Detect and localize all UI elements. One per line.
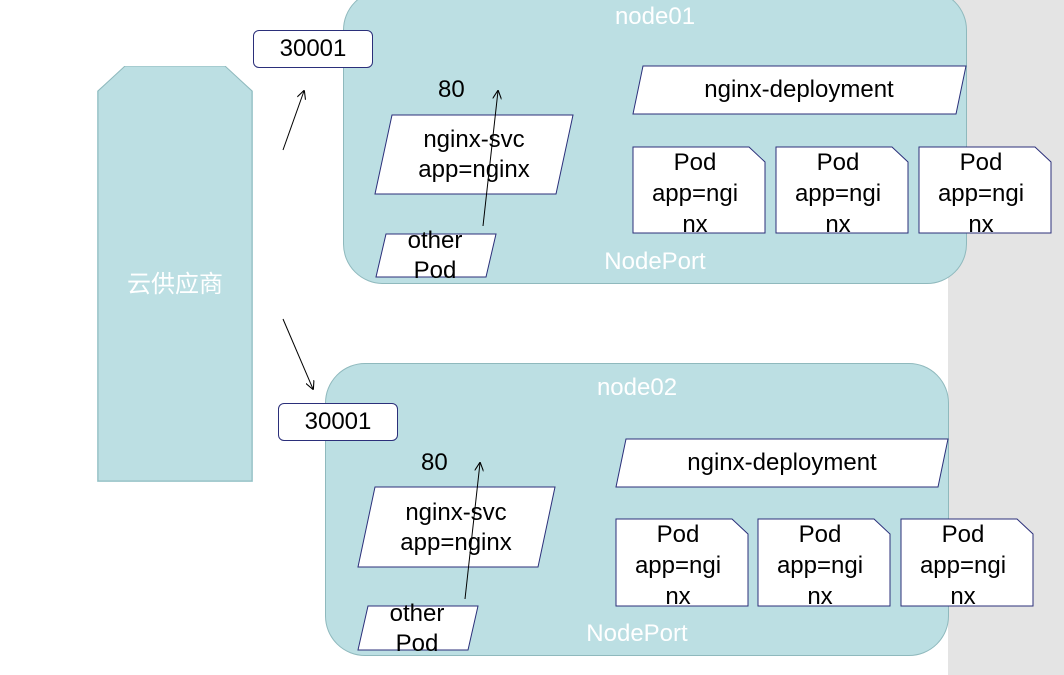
service-selector: app=nginx — [400, 529, 512, 556]
pod-line3: nx — [950, 583, 976, 610]
arrow-otherpod-to-svc — [464, 463, 480, 600]
pod-label: Pod app=ngi nx — [753, 519, 887, 612]
service-label: nginx-svc app=nginx — [366, 498, 546, 558]
pod-line3: nx — [682, 211, 708, 238]
pod-line3: nx — [968, 211, 994, 238]
service-selector: app=nginx — [418, 156, 530, 183]
service-port: 80 — [438, 76, 465, 103]
pod-line1: Pod — [941, 521, 985, 548]
pod-line2: app=ngi — [937, 180, 1025, 207]
pod-line1: Pod — [816, 149, 860, 176]
pod-shape — [615, 518, 749, 607]
pod-line2: app=ngi — [776, 552, 864, 579]
deployment-shape — [615, 438, 949, 488]
pod-shape — [900, 518, 1034, 607]
pod-shape — [757, 518, 891, 607]
service-name: nginx-svc — [405, 499, 507, 526]
other-pod-line1: other — [389, 600, 445, 627]
pod-line3: nx — [665, 583, 691, 610]
pod-label: Pod app=ngi nx — [628, 147, 762, 240]
service-name: nginx-svc — [423, 126, 525, 153]
node-port-box: 30001 — [278, 403, 398, 441]
pod-line1: Pod — [959, 149, 1003, 176]
pod-shape — [632, 146, 766, 234]
other-pod-label: other Pod — [380, 226, 490, 286]
service-port: 80 — [421, 449, 448, 476]
other-pod-shape — [357, 605, 479, 651]
pod-line1: Pod — [798, 521, 842, 548]
other-pod-line1: other — [407, 227, 463, 254]
deployment-label: nginx-deployment — [704, 76, 894, 103]
node-port-box: 30001 — [253, 30, 373, 68]
pod-line2: app=ngi — [919, 552, 1007, 579]
pod-label: Pod app=ngi nx — [771, 147, 905, 240]
pod-line2: app=ngi — [651, 180, 739, 207]
deployment-shape — [632, 65, 967, 115]
other-pod-shape — [375, 233, 497, 278]
service-label: nginx-svc app=nginx — [384, 125, 564, 185]
pod-line1: Pod — [656, 521, 700, 548]
node-title: node01 — [614, 3, 696, 30]
node-title: node02 — [596, 374, 678, 401]
pod-line3: nx — [825, 211, 851, 238]
deployment-label: nginx-deployment — [687, 449, 877, 476]
other-pod-label: other Pod — [362, 599, 472, 659]
pod-label: Pod app=ngi nx — [914, 147, 1048, 240]
pod-label: Pod app=ngi nx — [611, 519, 745, 612]
node-port-label: NodePort — [586, 620, 688, 647]
pod-shape — [775, 146, 909, 234]
service-shape — [357, 486, 556, 568]
cloud-provider-outline — [97, 66, 253, 482]
node-port-label: NodePort — [604, 248, 706, 275]
pod-line3: nx — [807, 583, 833, 610]
service-shape — [374, 114, 574, 195]
arrow-to-node01-port — [282, 91, 304, 151]
pod-line2: app=ngi — [634, 552, 722, 579]
arrow-to-node02-port — [282, 318, 313, 389]
other-pod-line2: Pod — [395, 630, 439, 657]
other-pod-line2: Pod — [413, 257, 457, 284]
pod-line1: Pod — [673, 149, 717, 176]
pod-label: Pod app=ngi nx — [896, 519, 1030, 612]
cloud-provider-label: 云供应商 — [127, 270, 223, 298]
pod-line2: app=ngi — [794, 180, 882, 207]
pod-shape — [918, 146, 1052, 234]
arrow-otherpod-to-svc — [482, 91, 498, 227]
cloud-provider-shape — [97, 66, 253, 482]
